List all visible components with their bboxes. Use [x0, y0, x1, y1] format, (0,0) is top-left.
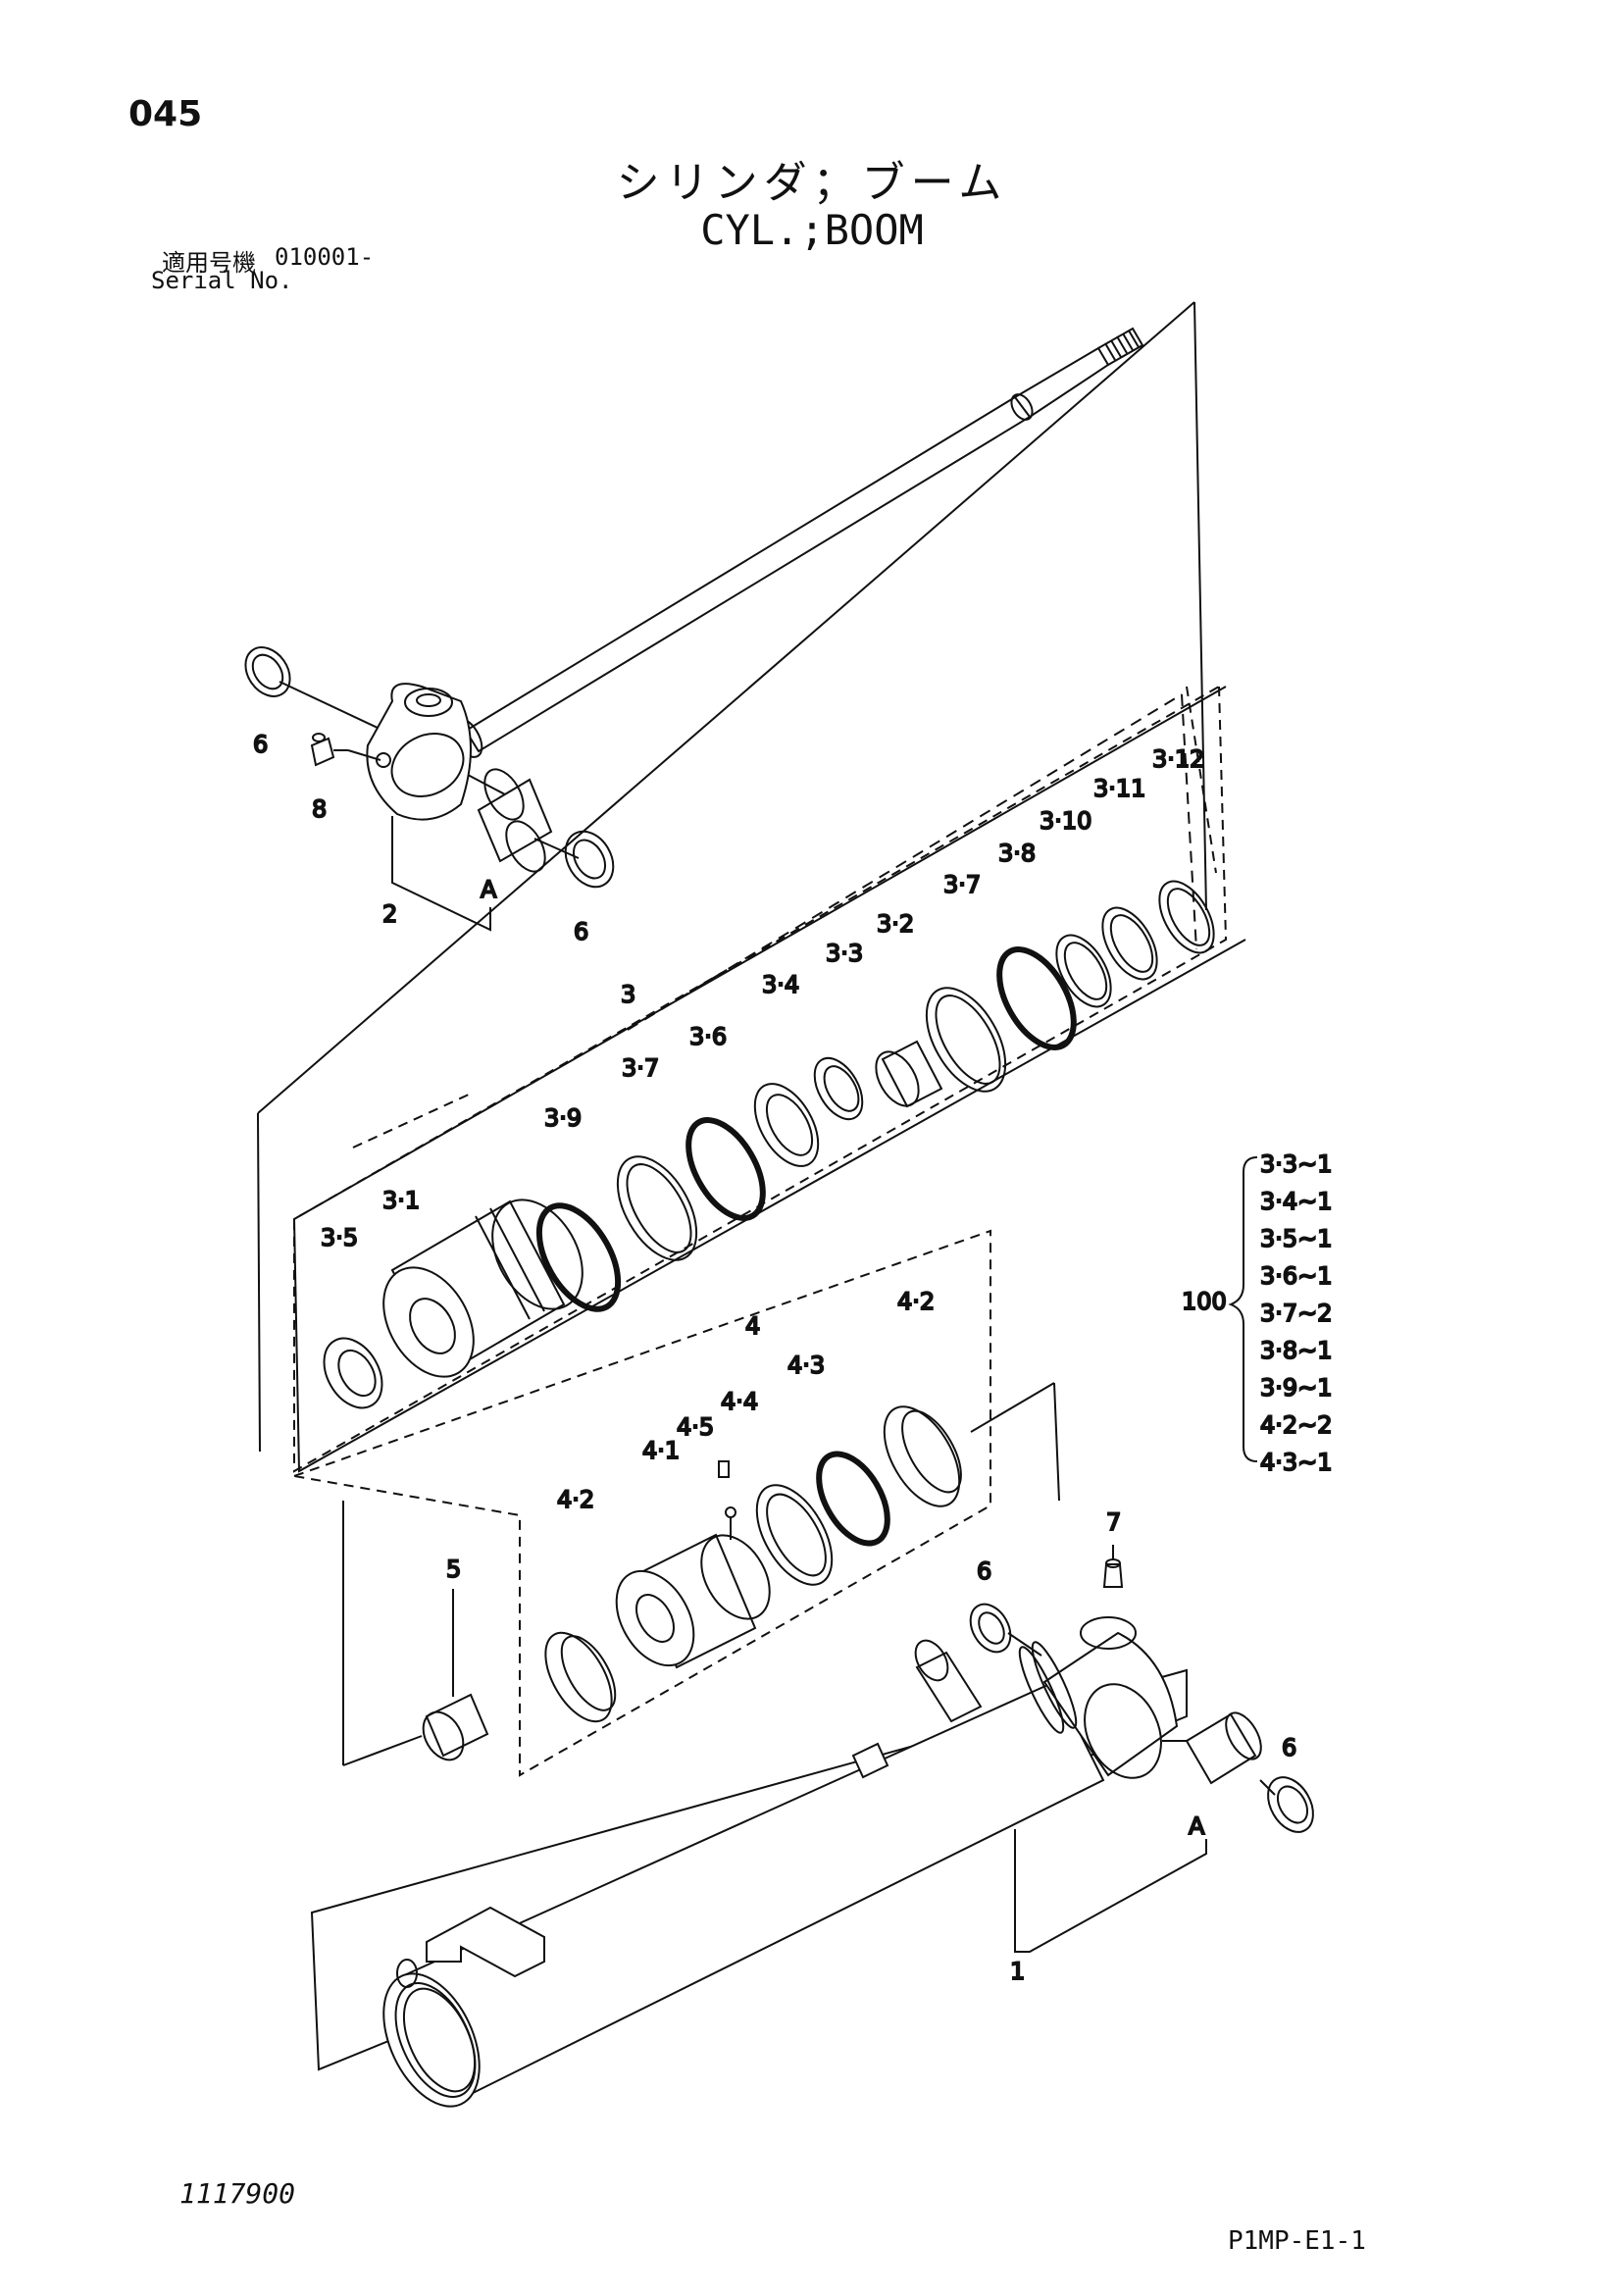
seal-4-3: [755, 1484, 834, 1586]
callout-3-11: 3·11: [1093, 775, 1145, 802]
callout-3-7-right: 3·7: [943, 871, 981, 898]
callout-3-4: 3·4: [762, 971, 799, 998]
grease-fitting-8: [310, 733, 381, 767]
callout-3: 3: [621, 981, 635, 1008]
callout-7: 7: [1106, 1508, 1121, 1536]
o-ring-3-8: [996, 946, 1077, 1050]
kit-item: 4·2~2: [1260, 1411, 1333, 1439]
callout-4-5: 4·5: [677, 1413, 714, 1441]
wear-ring-3-9: [535, 1202, 622, 1312]
title-english: CYL.;BOOM: [700, 206, 924, 254]
callout-2: 2: [382, 900, 397, 928]
serial-value: 010001-: [275, 243, 375, 271]
cushion-ring-3-5: [323, 1337, 383, 1409]
rod-thread: [1097, 327, 1144, 366]
o-ring-4-3: [816, 1451, 890, 1547]
dust-seal-6-upper: [244, 646, 379, 729]
steel-ball-4-4: [725, 1506, 736, 1540]
seal-ring-3-7-left: [616, 1155, 698, 1261]
grease-fitting-7: [1102, 1545, 1124, 1588]
kit-item: 3·9~1: [1260, 1374, 1333, 1402]
dust-seal-6-lower: [533, 830, 615, 889]
kit-item: 3·6~1: [1260, 1262, 1333, 1290]
bushing-4-2-left: [544, 1631, 617, 1723]
kit-item: 3·8~1: [1260, 1337, 1333, 1364]
callout-A-upper: A: [481, 876, 497, 903]
backup-ring-3-4: [753, 1083, 820, 1167]
set-screw-4-5: [718, 1460, 730, 1478]
callout-6-upper-left: 6: [253, 731, 268, 758]
piston-rod: [450, 327, 1144, 758]
callout-3-8: 3·8: [998, 840, 1036, 867]
callout-6-upper-right: 6: [574, 918, 588, 945]
callout-3-10: 3·10: [1040, 807, 1091, 835]
callout-5: 5: [446, 1556, 461, 1583]
callout-3-6: 3·6: [689, 1023, 727, 1050]
head-4-1: [615, 1533, 771, 1669]
kit-label: 100: [1182, 1288, 1227, 1315]
slide-ring-3-2: [875, 1040, 943, 1108]
kit-brace: [1228, 1156, 1258, 1462]
seal-ring-3-7-right: [925, 987, 1007, 1093]
callout-A-lower: A: [1189, 1812, 1205, 1840]
title-japanese: シリンダ；ブーム: [616, 158, 1008, 208]
serial-label-japanese: 適用号機: [162, 249, 256, 277]
kit-item: 4·3~1: [1260, 1449, 1333, 1476]
callout-3-2: 3·2: [877, 910, 914, 938]
callout-3-5: 3·5: [321, 1224, 358, 1251]
callout-3-7-left: 3·7: [622, 1054, 659, 1082]
bushing-A-upper: [467, 768, 553, 873]
callout-3-1: 3·1: [382, 1187, 420, 1214]
cylinder-tube: [382, 1616, 1179, 2108]
callout-4-3: 4·3: [787, 1352, 825, 1379]
cylinder-head-box-4: [290, 1229, 991, 1777]
callout-3-3: 3·3: [826, 940, 863, 967]
cylinder-tube-frame: [310, 1668, 1188, 2071]
serial-label-english: Serial No.: [151, 267, 293, 294]
dust-seal-6-tube-left: [969, 1603, 1042, 1657]
callout-6-tube-left: 6: [977, 1557, 991, 1585]
callout-4-2-right: 4·2: [897, 1288, 935, 1315]
kit-item: 3·7~2: [1260, 1300, 1333, 1327]
ring-3-11: [1101, 906, 1158, 981]
dust-seal-6-tube-right: [1259, 1776, 1314, 1833]
callout-1: 1: [1010, 1958, 1025, 1985]
callout-4: 4: [745, 1312, 760, 1340]
callout-6-tube-right: 6: [1282, 1734, 1296, 1761]
callout-4-1: 4·1: [642, 1437, 680, 1464]
bushing-A-lower: [1162, 1711, 1262, 1785]
kit-item: 3·4~1: [1260, 1188, 1333, 1215]
page-number: 045: [128, 94, 203, 134]
callout-8: 8: [312, 795, 327, 823]
callout-4-4: 4·4: [721, 1388, 758, 1415]
bushing-4-2-right: [883, 1405, 962, 1507]
kit-item: 3·5~1: [1260, 1225, 1333, 1252]
o-ring-3-6: [685, 1117, 766, 1221]
backup-ring-3-10: [1055, 934, 1112, 1008]
callout-3-12: 3·12: [1152, 745, 1204, 773]
callout-3-9: 3·9: [544, 1104, 582, 1132]
document-number: 1117900: [179, 2177, 296, 2210]
callout-4-2-left: 4·2: [557, 1486, 594, 1513]
piston-seal-kit-box: [293, 686, 1228, 1473]
piston-assembly-box-3: [292, 686, 1246, 1473]
snap-ring-3-12: [1158, 880, 1215, 954]
kit-item: 3·3~1: [1260, 1150, 1333, 1178]
seal-3-3: [813, 1056, 864, 1121]
piston-3-1: [382, 1199, 584, 1378]
collar-5: [422, 1589, 489, 1761]
page-code: P1MP-E1-1: [1228, 2226, 1366, 2256]
rod-eye: [366, 683, 472, 821]
